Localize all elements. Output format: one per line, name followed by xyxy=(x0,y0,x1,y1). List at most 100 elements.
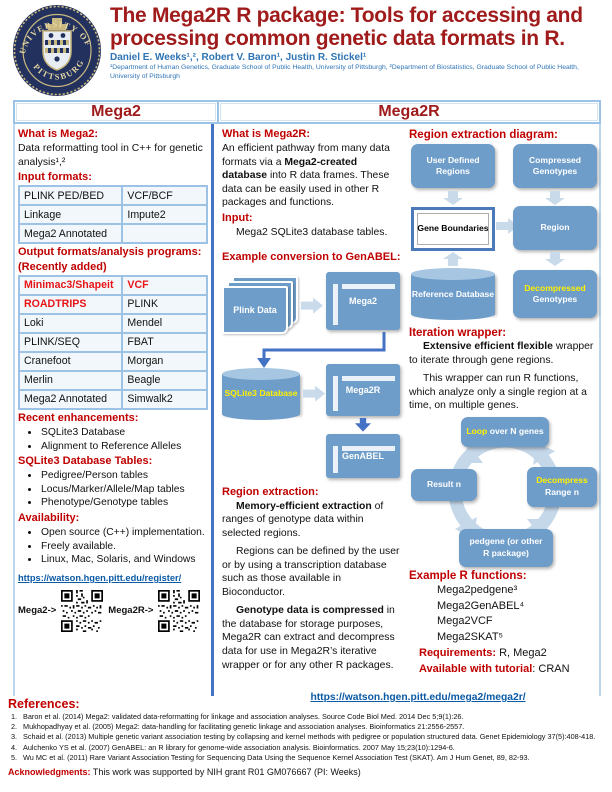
table-cell: Mendel xyxy=(121,312,208,334)
gene-boundaries-label: Gene Boundaries xyxy=(417,223,489,234)
iteration-wrapper-heading: Iteration wrapper: xyxy=(409,327,507,339)
tutorial-value: : CRAN xyxy=(532,663,570,676)
region-paragraph-3: Genotype data is compressed in the datab… xyxy=(222,604,403,672)
plink-data-label: Plink Data xyxy=(233,304,277,315)
user-defined-regions-label: User Defined Regions xyxy=(426,154,480,176)
poster-title: The Mega2R R package: Tools for accessin… xyxy=(110,4,583,51)
mega2r-label: Mega2R xyxy=(345,384,381,395)
region-diagram-column: Region extraction diagram: User Defined … xyxy=(409,126,599,678)
poster-header: UNIVERSITY OF PITTSBURGH The Mega2R R pa… xyxy=(8,0,604,98)
table-cell: VCF xyxy=(121,274,208,296)
table-cell: Mega2 Annotated xyxy=(17,223,124,245)
references-section: References: 1. Baron et al. (2014) Mega2… xyxy=(8,697,606,777)
table-cell: VCF/BCF xyxy=(121,185,208,207)
output-formats-table: Minimac3/Shapeit VCF ROADTRIPS PLINK Lok… xyxy=(17,274,208,410)
over-n-genes-label: over N genes xyxy=(487,425,544,436)
flow-arrow-right-icon xyxy=(303,385,325,402)
mega2r-column: What is Mega2R: An efficient pathway fro… xyxy=(222,126,403,672)
table-row: Mega2 Annotated xyxy=(17,223,208,245)
availability-list: Open source (C++) implementation. Freely… xyxy=(18,526,208,567)
compressed-genotypes-label: Compressed Genotypes xyxy=(528,154,582,176)
reference-number: 5. xyxy=(11,752,18,762)
input-heading: Input: xyxy=(222,211,253,224)
output-formats-subheading: (Recently added) xyxy=(18,260,107,273)
gene-boundaries-box: Gene Boundaries xyxy=(411,207,495,251)
region-paragraph-2: Regions can be defined by the user or by… xyxy=(222,546,400,598)
decompress-range-box: Decompress Range n xyxy=(527,466,597,507)
flow-arrow-right-icon xyxy=(301,297,323,314)
r-function-item: Mega2VCF xyxy=(437,615,493,628)
mega2r-tutorial-link[interactable]: https://watson.hgen.pitt.edu/mega2/mega2… xyxy=(310,692,526,703)
table-row: Minimac3/Shapeit VCF xyxy=(17,274,208,296)
table-row: Mega2 Annotated Simwalk2 xyxy=(17,388,208,410)
text-run-bold: Memory-efficient extraction xyxy=(236,500,372,512)
reference-number: 4. xyxy=(11,742,18,752)
table-cell: Mega2 Annotated xyxy=(17,388,124,410)
mega2r-box: Mega2R xyxy=(326,363,400,416)
list-item: Pedigree/Person tables xyxy=(40,469,208,483)
register-link[interactable]: https://watson.hgen.pitt.edu/register/ xyxy=(18,572,182,583)
output-formats-heading: Output formats/analysis programs: xyxy=(18,246,202,259)
references-heading: References: xyxy=(8,697,80,711)
table-cell: Simwalk2 xyxy=(121,388,208,410)
conversion-flow-diagram: Plink Data Mega2 SQLite3 Database Mega2R… xyxy=(222,268,403,478)
region-paragraph-1: Memory-efficient extraction of ranges of… xyxy=(222,500,403,541)
requirements-label: Requirements: xyxy=(419,647,497,660)
iteration-paragraph-1: Extensive efficient flexible wrapper to … xyxy=(409,340,599,367)
availability-heading: Availability: xyxy=(18,512,80,525)
reference-number: 3. xyxy=(11,732,18,742)
reference-database-cylinder: Reference Database xyxy=(411,268,495,320)
text-run: of ranges of genotype data within select… xyxy=(222,500,384,539)
range-n-label: Range n xyxy=(545,486,579,497)
acknowledgments-text: This work was supported by NIH grant R01… xyxy=(90,767,361,778)
result-n-box: Result n xyxy=(411,468,477,501)
mega2-box: Mega2 xyxy=(326,271,400,330)
list-item: Alignment to Reference Alleles xyxy=(40,440,208,454)
table-row: PLINK/SEQ FBAT xyxy=(17,331,208,353)
poster-affiliations: ¹Department of Human Genetics, Graduate … xyxy=(110,64,579,81)
text-run: into R data frames. These data can be ea… xyxy=(222,170,390,209)
iteration-cycle-diagram: Loop over N genes Decompress Range n ped… xyxy=(409,416,599,567)
table-row: PLINK PED/BED VCF/BCF xyxy=(17,185,208,207)
table-row: Merlin Beagle xyxy=(17,369,208,391)
r-function-item: Mega2SKAT⁵ xyxy=(437,631,504,644)
diagram-arrow-down-icon xyxy=(545,252,565,266)
input-formats-table: PLINK PED/BED VCF/BCF Linkage Impute2 Me… xyxy=(17,185,208,245)
region-extraction-diagram: User Defined Regions Compressed Genotype… xyxy=(409,144,599,324)
table-cell: Loki xyxy=(17,312,124,334)
list-item: Linux, Mac, Solaris, and Windows xyxy=(40,553,208,567)
decompressed-label: Decompressed xyxy=(524,282,586,293)
loop-over-genes-box: Loop over N genes xyxy=(461,416,549,447)
what-is-mega2-text: Data reformatting tool in C++ for geneti… xyxy=(18,143,203,168)
column-header-mega2r: Mega2R xyxy=(217,100,601,124)
sheet-front: Plink Data xyxy=(222,285,288,334)
table-cell: Beagle xyxy=(121,369,208,391)
reference-number: 1. xyxy=(11,712,18,721)
compressed-genotypes-box: Compressed Genotypes xyxy=(513,144,597,188)
reference-item: 4. Aulchenko YS et al. (2007) GenABEL: a… xyxy=(8,743,606,753)
reference-text: Baron et al. (2014) Mega2: validated dat… xyxy=(23,712,464,721)
table-row: Cranefoot Morgan xyxy=(17,350,208,372)
r-function-item: Mega2pedgene³ xyxy=(437,583,518,596)
region-label: Region xyxy=(540,222,570,233)
recent-enhancements-list: SQLite3 Database Alignment to Reference … xyxy=(18,426,208,453)
what-is-mega2r-text: An efficient pathway from many data form… xyxy=(222,142,403,210)
qr-code-mega2-icon xyxy=(61,589,104,632)
acknowledgments-label: Acknowledgments: xyxy=(8,767,91,778)
column-headers: Mega2 Mega2R xyxy=(13,100,601,124)
recent-enhancements-heading: Recent enhancements: xyxy=(18,411,139,424)
diagram-arrow-down-icon xyxy=(545,191,565,205)
input-text: Mega2 SQLite3 database tables. xyxy=(236,226,388,238)
flow-arrow-down-icon xyxy=(355,417,371,432)
table-row: Loki Mendel xyxy=(17,312,208,334)
table-cell: PLINK xyxy=(121,293,208,315)
reference-item: 1. Baron et al. (2014) Mega2: validated … xyxy=(8,712,606,722)
column-header-mega2: Mega2 xyxy=(13,100,219,124)
reference-text: Wu MC et al. (2011) Rare Variant Associa… xyxy=(23,752,530,762)
table-cell xyxy=(121,223,208,245)
region-extraction-heading: Region extraction: xyxy=(222,485,319,498)
what-is-mega2-heading: What is Mega2: xyxy=(18,128,99,140)
table-cell: FBAT xyxy=(121,331,208,353)
reference-item: 5. Wu MC et al. (2011) Rare Variant Asso… xyxy=(8,753,606,763)
